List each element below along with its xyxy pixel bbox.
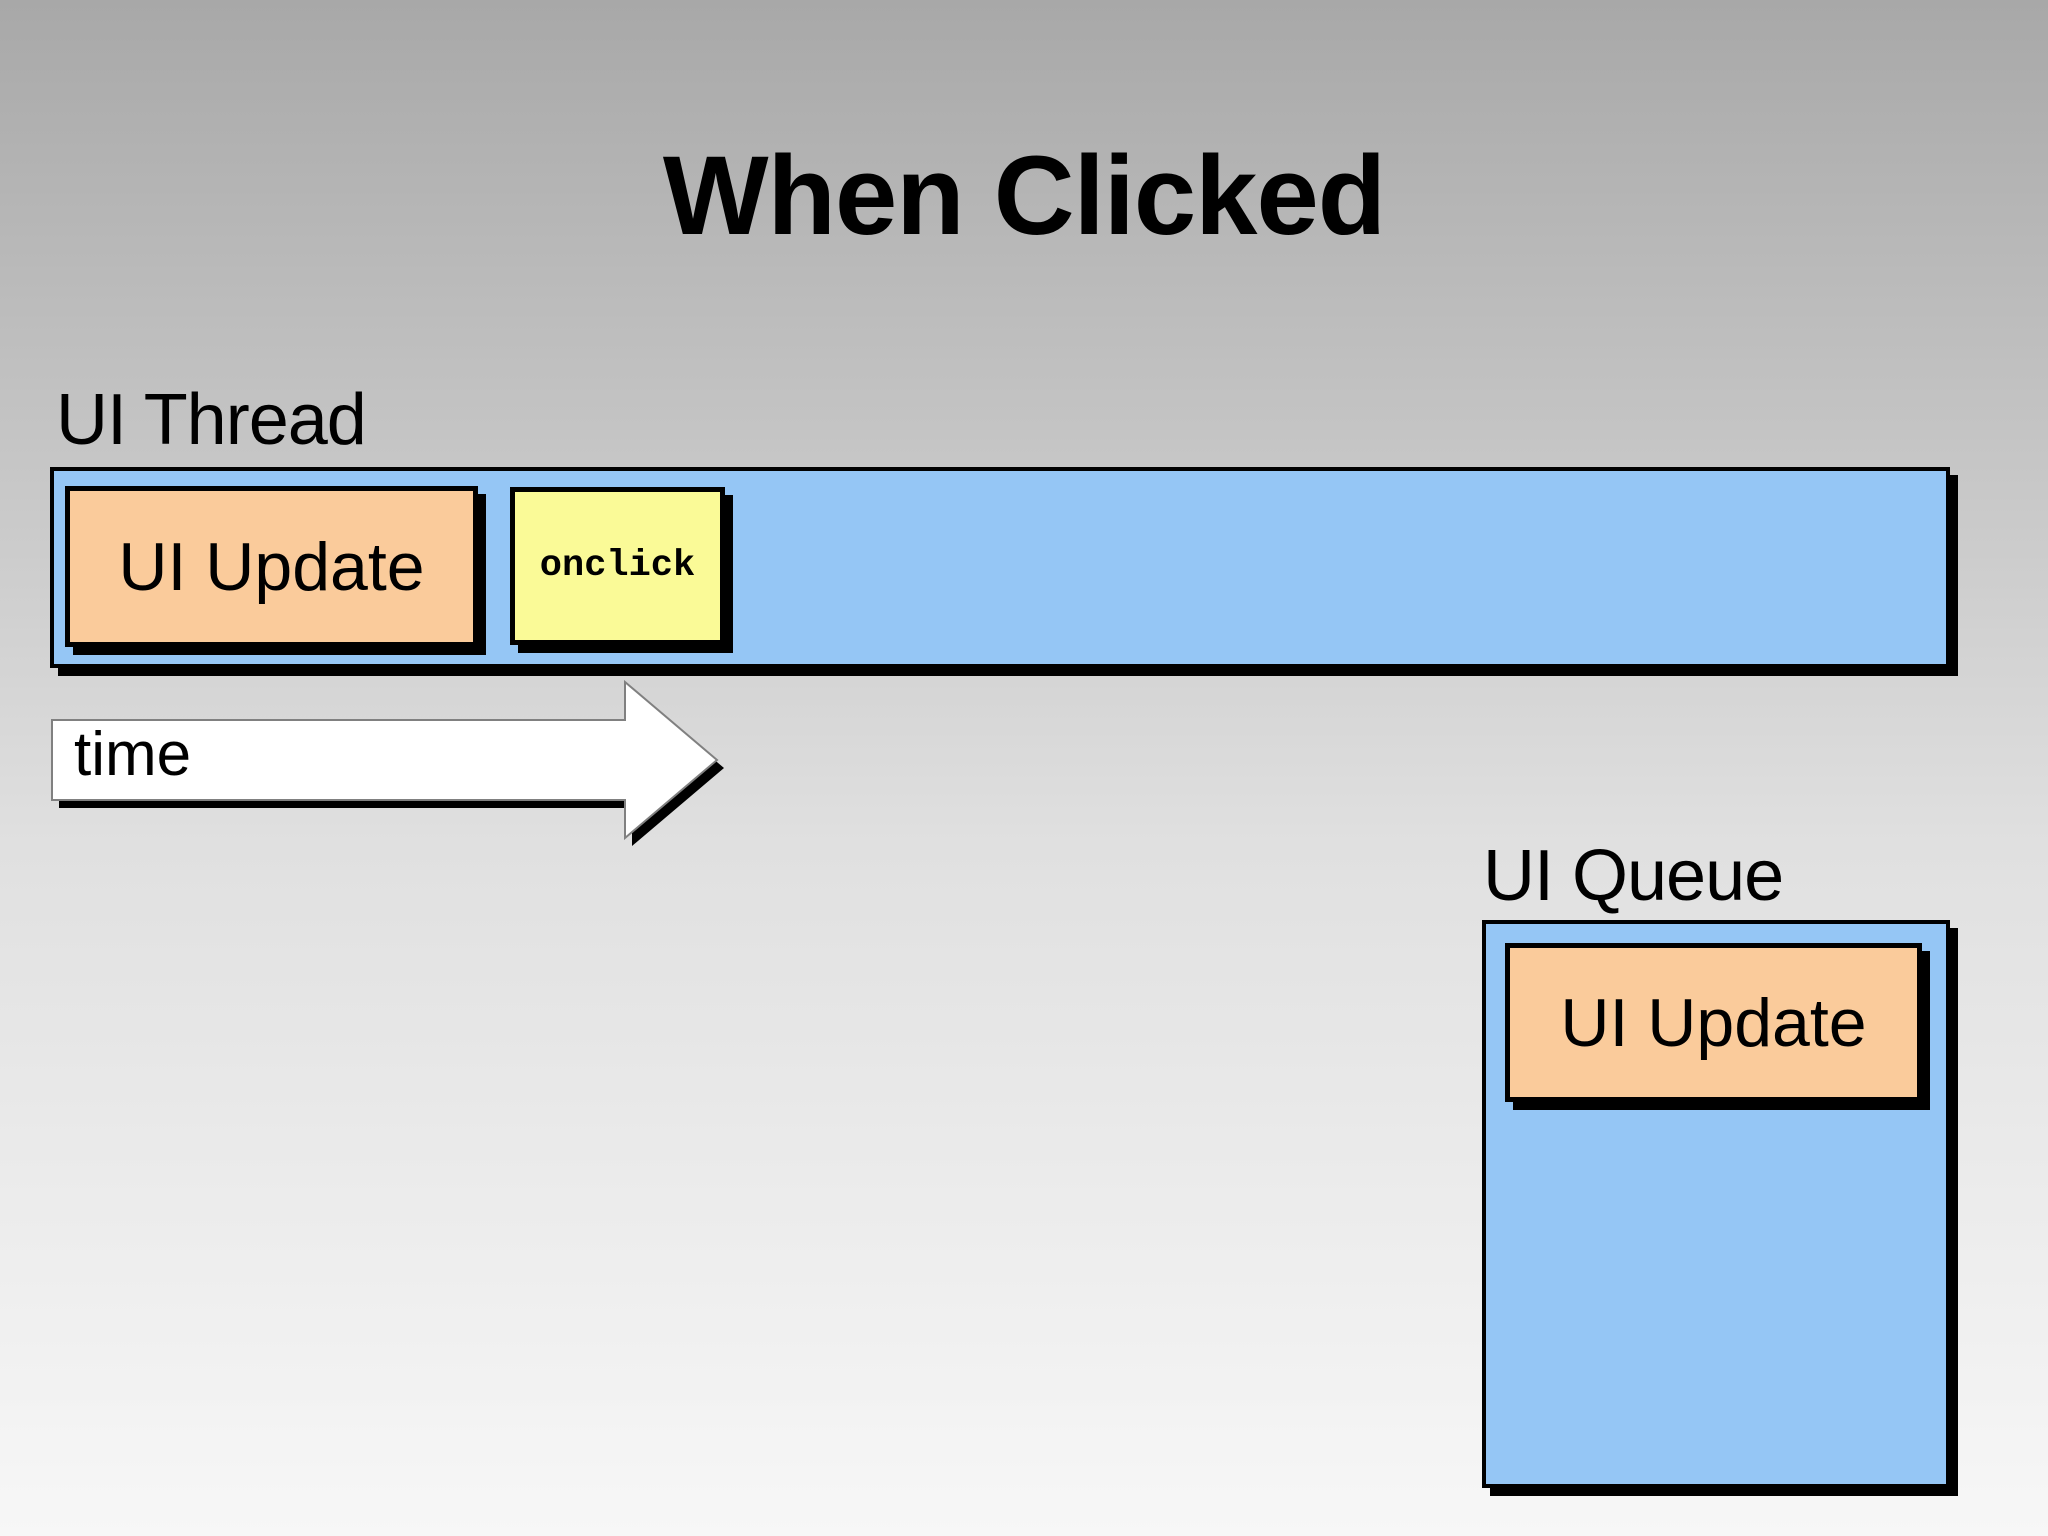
thread-task-ui-update-label: UI Update (118, 528, 425, 605)
time-arrow-label: time (74, 720, 192, 789)
slide-title: When Clicked (662, 133, 1386, 258)
queued-task-ui-update: UI Update (1505, 943, 1922, 1102)
time-arrow-shape (51, 679, 719, 841)
ui-queue-box: UI Update (1482, 920, 1950, 1488)
thread-task-ui-update: UI Update (65, 486, 478, 647)
time-arrow (51, 679, 724, 846)
ui-thread-label: UI Thread (56, 380, 367, 460)
ui-thread-bar: UI Update onclick (50, 467, 1950, 668)
ui-queue-label: UI Queue (1483, 836, 1784, 916)
queued-task-ui-update-label: UI Update (1560, 984, 1867, 1061)
thread-task-onclick: onclick (510, 487, 725, 645)
thread-task-onclick-label: onclick (539, 545, 696, 587)
